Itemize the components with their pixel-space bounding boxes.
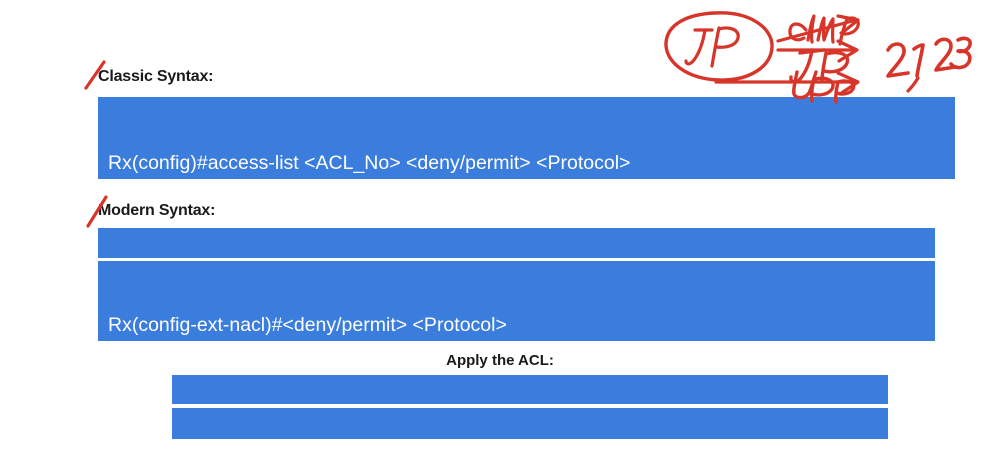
modern-syntax-label: Modern Syntax:	[98, 202, 216, 219]
arrow-head-udp	[836, 71, 860, 96]
classic-syntax-label: Classic Syntax:	[98, 68, 214, 85]
classic-syntax-command-block: Rx(config)#access-list <ACL_No> <deny/pe…	[98, 97, 955, 179]
handwritten-icmp-i	[788, 22, 808, 42]
circle-annotation-ip	[664, 11, 774, 82]
arrow-icon-to-icmp	[776, 18, 858, 43]
arrow-head-icmp	[836, 14, 860, 35]
handwritten-port-comma	[906, 76, 920, 93]
handwritten-udp-u	[792, 70, 818, 100]
apply-acl-label: Apply the ACL:	[446, 352, 554, 369]
handwritten-tcp-t-bar	[798, 48, 826, 55]
handwritten-icmp-p	[838, 16, 860, 46]
handwritten-tcp-t-stem	[789, 48, 814, 84]
handwritten-port-3	[949, 36, 972, 70]
handwritten-port-2b	[934, 37, 957, 72]
handwritten-tcp-c	[820, 51, 828, 82]
handwritten-icmp-m	[816, 16, 835, 44]
modern-syntax-header-block: Rx(config)#ip access-list extended <ACL_…	[98, 228, 935, 258]
modern-syntax-line-1: Rx(config-ext-nacl)#<deny/permit> <Proto…	[108, 314, 507, 336]
apply-acl-access-group-block: Rx(config-if)#ip access-group <ACL_No./N…	[172, 408, 888, 439]
handwritten-port-1	[912, 43, 925, 78]
handwritten-udp-p-bowl	[835, 79, 856, 96]
handwritten-icmp-c	[806, 14, 816, 44]
handwritten-ip-i-stem	[684, 28, 707, 66]
handwritten-port-2	[886, 42, 910, 78]
classic-syntax-line-1: Rx(config)#access-list <ACL_No> <deny/pe…	[108, 152, 631, 174]
apply-acl-interface-block: Rx(config)#interface <type & slot#>	[172, 375, 888, 404]
handwritten-ip-p-bowl	[714, 26, 740, 49]
arrow-head-tcp	[836, 39, 859, 63]
handwritten-udp-d-bowl	[810, 76, 835, 97]
handwritten-ip-p-stem	[710, 26, 721, 68]
handwritten-tcp-p	[822, 50, 850, 74]
modern-syntax-body-block: Rx(config-ext-nacl)#<deny/permit> <Proto…	[98, 261, 935, 341]
